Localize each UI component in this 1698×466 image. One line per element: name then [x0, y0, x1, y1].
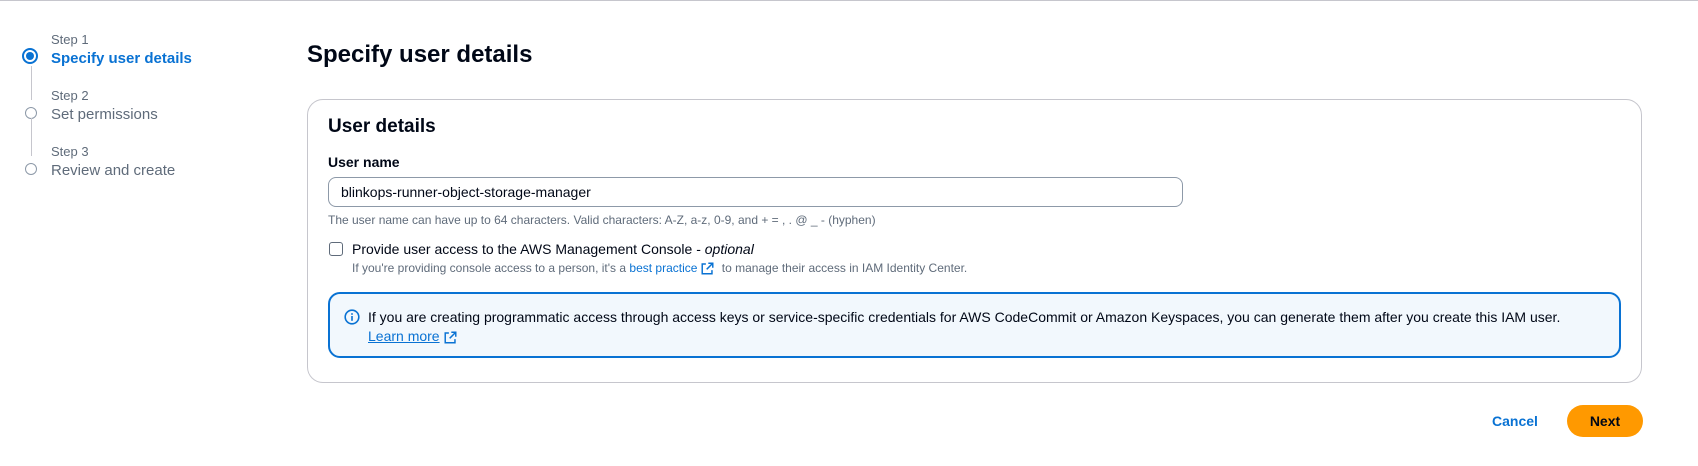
step-2[interactable]: Step 2 Set permissions	[22, 84, 262, 140]
step-3[interactable]: Step 3 Review and create	[22, 140, 262, 196]
optional-tag: optional	[704, 241, 754, 257]
user-name-constraint: The user name can have up to 64 characte…	[328, 213, 876, 227]
learn-more-link[interactable]: Learn more	[368, 327, 461, 345]
page-title: Specify user details	[307, 41, 533, 68]
step-active-icon	[22, 48, 38, 64]
step-inactive-icon	[25, 163, 37, 175]
learn-more-link-text: Learn more	[368, 328, 440, 344]
step-2-title[interactable]: Set permissions	[51, 106, 158, 123]
user-details-heading: User details	[328, 116, 436, 137]
user-name-label: User name	[328, 154, 400, 170]
external-link-icon	[444, 331, 457, 344]
step-3-title[interactable]: Review and create	[51, 162, 176, 179]
best-practice-link[interactable]: best practice	[629, 261, 718, 275]
console-access-desc-before: If you're providing console access to a …	[352, 261, 630, 275]
step-3-number: Step 3	[51, 144, 89, 159]
best-practice-link-text: best practice	[629, 261, 698, 275]
console-access-checkbox[interactable]	[329, 242, 343, 256]
info-alert-text: If you are creating programmatic access …	[368, 309, 1561, 325]
console-access-label[interactable]: Provide user access to the AWS Managemen…	[352, 241, 754, 257]
user-name-input[interactable]	[328, 177, 1183, 207]
top-divider	[0, 0, 1698, 1]
user-details-container: User details User name The user name can…	[307, 99, 1642, 383]
wizard-steps-nav: Step 1 Specify user details Step 2 Set p…	[22, 28, 262, 196]
step-1-number: Step 1	[51, 32, 89, 47]
step-2-number: Step 2	[51, 88, 89, 103]
console-access-description: If you're providing console access to a …	[352, 261, 967, 275]
cancel-button[interactable]: Cancel	[1485, 405, 1545, 437]
external-link-icon	[701, 262, 714, 275]
console-access-label-text: Provide user access to the AWS Managemen…	[352, 241, 705, 257]
console-access-desc-after: to manage their access in IAM Identity C…	[718, 261, 968, 275]
info-icon	[344, 309, 360, 325]
info-alert: If you are creating programmatic access …	[328, 292, 1621, 358]
next-button[interactable]: Next	[1567, 405, 1643, 437]
step-1[interactable]: Step 1 Specify user details	[22, 28, 262, 84]
step-connector	[31, 66, 32, 100]
step-1-title[interactable]: Specify user details	[51, 50, 192, 67]
step-connector	[31, 118, 32, 156]
